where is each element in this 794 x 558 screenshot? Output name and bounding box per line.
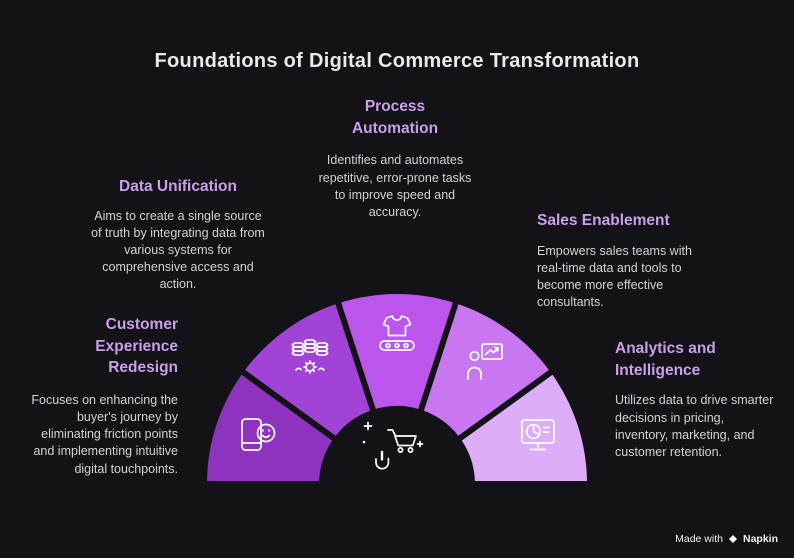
presenter-chart-icon xyxy=(467,343,503,380)
napkin-brand-text: Napkin xyxy=(742,533,778,545)
section-process-automation: Process Automation Identifies and automa… xyxy=(302,96,488,221)
section-body-analytics: Utilizes data to drive smarter decisions… xyxy=(615,393,774,459)
made-with-napkin-badge: Made with Napkin xyxy=(675,533,778,545)
section-body-customer-experience: Focuses on enhancing the buyer's journey… xyxy=(31,393,178,476)
fan-segment-sales-enablement xyxy=(423,304,549,436)
fan-segment-analytics xyxy=(461,374,587,481)
section-heading-process-automation: Process Automation xyxy=(351,98,439,137)
section-heading-analytics: Analytics and Intelligence xyxy=(615,340,716,379)
section-heading-sales-enablement: Sales Enablement xyxy=(537,212,670,229)
section-data-unification: Data Unification Aims to create a single… xyxy=(86,176,270,293)
section-body-process-automation: Identifies and automates repetitive, err… xyxy=(318,153,472,219)
shirt-conveyor-icon xyxy=(379,315,415,351)
section-heading-customer-experience: Customer Experience Redesign xyxy=(95,316,178,377)
fan-segment-process-automation xyxy=(341,293,453,409)
section-heading-data-unification: Data Unification xyxy=(119,178,237,195)
napkin-logo-icon xyxy=(728,535,737,543)
section-analytics-and-intelligence: Analytics and Intelligence Utilizes data… xyxy=(615,338,775,461)
fan-segment-customer-experience xyxy=(207,374,333,481)
made-with-text: Made with xyxy=(675,533,723,545)
section-customer-experience-redesign: Customer Experience Redesign Focuses on … xyxy=(8,314,178,478)
shopping-cart-hand-icon xyxy=(362,421,424,470)
section-sales-enablement: Sales Enablement Empowers sales teams wi… xyxy=(537,210,719,311)
monitor-pie-icon xyxy=(521,419,555,451)
page-title: Foundations of Digital Commerce Transfor… xyxy=(154,50,640,72)
phone-smiley-icon xyxy=(241,418,276,451)
section-body-data-unification: Aims to create a single source of truth … xyxy=(91,208,265,292)
data-stacks-gear-icon xyxy=(291,338,329,374)
section-body-sales-enablement: Empowers sales teams with real-time data… xyxy=(537,243,692,310)
